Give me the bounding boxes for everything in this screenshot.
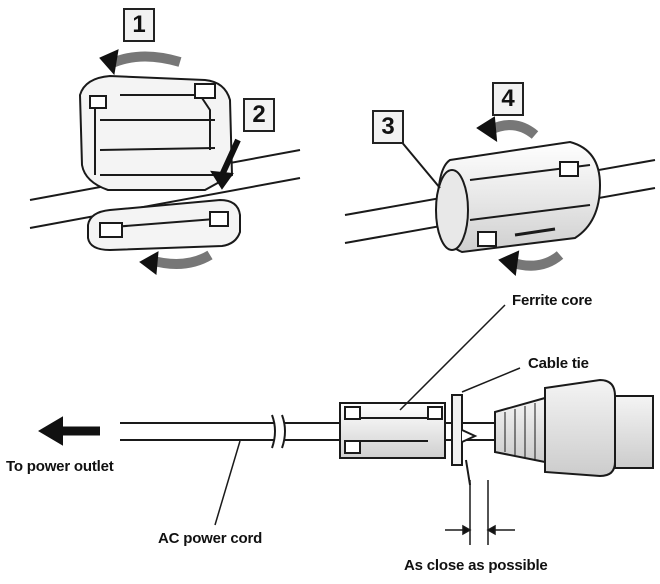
close-arrow-top: [476, 116, 539, 142]
cable-tie: [451, 394, 478, 486]
ferrite-cylinder: [435, 140, 602, 254]
step-1-box: 1: [123, 8, 155, 42]
to-power-outlet-label: To power outlet: [6, 458, 114, 475]
open-ferrite-core-illustration: [29, 49, 301, 275]
ferrite-core-label: Ferrite core: [512, 292, 593, 309]
as-close-as-possible-label: As close as possible: [404, 557, 548, 574]
ferrite-bottom-half: [87, 198, 241, 252]
step-3-pointer: [399, 139, 441, 189]
to-outlet-arrow: [38, 416, 100, 446]
distance-dimension: [445, 480, 515, 545]
step-4-box: 4: [492, 82, 524, 116]
cable-tie-label: Cable tie: [528, 355, 589, 372]
ac-power-cord-label: AC power cord: [158, 530, 263, 547]
cord-break-mark: [271, 414, 286, 449]
close-arrow-bottom: [498, 250, 564, 277]
insert-cable-arrow: [210, 138, 241, 190]
closed-ferrite-core-illustration: [344, 116, 656, 277]
rotate-arrow-bottom: [139, 250, 213, 275]
step-3-box: 3: [372, 110, 404, 144]
step-2-box: 2: [243, 98, 275, 132]
ac-plug: [494, 378, 654, 478]
ac-cord-leader: [214, 440, 241, 526]
ferrite-core-leader: [399, 304, 506, 411]
power-cord-assembly: [38, 304, 654, 545]
ferrite-core-installed: [339, 402, 446, 459]
rotate-arrow-top: [99, 49, 182, 76]
ferrite-top-half: [78, 74, 234, 191]
cable-tie-leader: [461, 367, 521, 393]
